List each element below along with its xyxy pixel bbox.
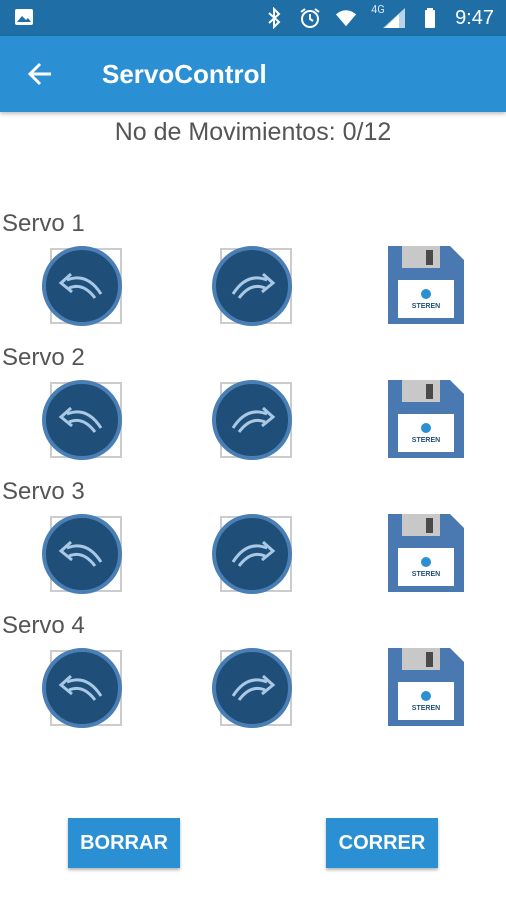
floppy-disk-icon: STEREN <box>386 514 466 598</box>
bluetooth-icon <box>263 7 285 29</box>
save-button[interactable]: STEREN <box>386 512 466 594</box>
servo-label: Servo 1 <box>2 210 85 237</box>
rotate-cw-icon <box>227 532 277 576</box>
floppy-disk-icon: STEREN <box>386 380 466 464</box>
rotate-left-button[interactable] <box>42 514 122 594</box>
servo-label: Servo 4 <box>2 612 85 639</box>
rotate-ccw-icon <box>57 666 107 710</box>
correr-button[interactable]: CORRER <box>326 818 438 868</box>
signal-icon: 4G <box>371 3 406 29</box>
save-button[interactable]: STEREN <box>386 244 466 326</box>
rotate-ccw-icon <box>57 532 107 576</box>
wifi-icon <box>335 7 357 29</box>
svg-text:STEREN: STEREN <box>412 571 440 578</box>
save-button[interactable]: STEREN <box>386 378 466 460</box>
rotate-right-button[interactable] <box>212 514 292 594</box>
back-arrow-icon[interactable] <box>0 36 80 112</box>
network-type: 4G <box>371 3 385 16</box>
movement-counter: No de Movimientos: 0/12 <box>114 118 392 146</box>
battery-icon <box>419 7 441 29</box>
alarm-icon <box>299 7 321 29</box>
svg-text:STEREN: STEREN <box>412 303 440 310</box>
rotate-cw-icon <box>227 264 277 308</box>
rotate-left-button[interactable] <box>42 648 122 728</box>
floppy-disk-icon: STEREN <box>386 246 466 330</box>
servo-label: Servo 3 <box>2 478 85 505</box>
rotate-right-button[interactable] <box>212 380 292 460</box>
svg-text:STEREN: STEREN <box>412 437 440 444</box>
rotate-ccw-icon <box>57 264 107 308</box>
rotate-left-button[interactable] <box>42 380 122 460</box>
rotate-cw-icon <box>227 666 277 710</box>
floppy-disk-icon: STEREN <box>386 648 466 732</box>
rotate-ccw-icon <box>57 398 107 442</box>
status-bar: 4G 9:47 <box>0 0 506 36</box>
status-time: 9:47 <box>455 6 494 29</box>
page-title: ServoControl <box>102 58 267 89</box>
image-icon <box>14 8 34 26</box>
rotate-right-button[interactable] <box>212 246 292 326</box>
rotate-cw-icon <box>227 398 277 442</box>
rotate-left-button[interactable] <box>42 246 122 326</box>
svg-text:STEREN: STEREN <box>412 705 440 712</box>
save-button[interactable]: STEREN <box>386 646 466 728</box>
borrar-button[interactable]: BORRAR <box>68 818 180 868</box>
app-bar: ServoControl <box>0 36 506 112</box>
servo-label: Servo 2 <box>2 344 85 371</box>
rotate-right-button[interactable] <box>212 648 292 728</box>
